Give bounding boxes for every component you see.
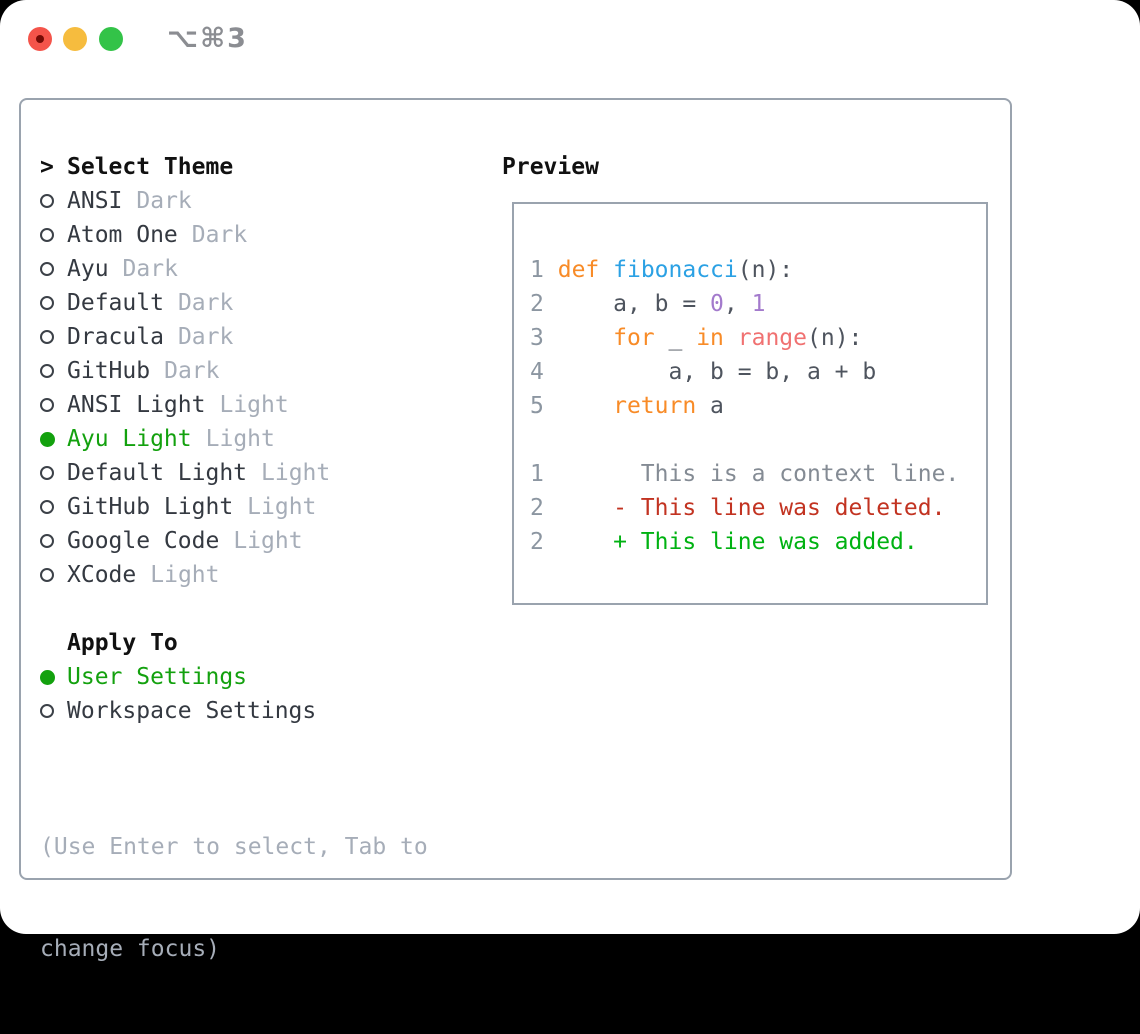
- theme-option-dracula-dark[interactable]: Dracula Dark: [40, 320, 428, 354]
- radio-icon: [40, 704, 67, 718]
- theme-option-default-dark[interactable]: Default Dark: [40, 286, 428, 320]
- code-line: 2 - This line was deleted.: [530, 491, 986, 525]
- code-line: [530, 423, 986, 457]
- help-text: (Use Enter to select, Tab to change focu…: [40, 762, 428, 1034]
- code-line: 4 a, b = b, a + b: [530, 355, 986, 389]
- minimize-button-icon[interactable]: [63, 27, 87, 51]
- radio-icon: [40, 466, 67, 480]
- help-text-line: (Use Enter to select, Tab to: [40, 830, 428, 864]
- radio-icon: [40, 364, 67, 378]
- prompt-icon: >: [40, 150, 67, 184]
- window-shortcut-label: ⌥⌘3: [167, 24, 248, 54]
- apply-to-header: Apply To: [40, 626, 428, 660]
- radio-icon: [40, 262, 67, 276]
- close-button-icon[interactable]: [28, 27, 52, 51]
- divider-space: [40, 728, 428, 762]
- preview-column: Preview 1 def fibonacci(n):2 a, b = 0, 1…: [502, 150, 599, 184]
- code-line: 5 return a: [530, 389, 986, 423]
- apply-option-workspace-settings[interactable]: Workspace Settings: [40, 694, 428, 728]
- radio-selected-icon: [40, 432, 67, 447]
- theme-settings-panel: > Select Theme ANSI Dark Atom One Dark A…: [19, 98, 1012, 880]
- zoom-button-icon[interactable]: [99, 27, 123, 51]
- theme-option-default-light[interactable]: Default Light Light: [40, 456, 428, 490]
- theme-option-github-dark[interactable]: GitHub Dark: [40, 354, 428, 388]
- select-theme-title: Select Theme: [67, 150, 233, 184]
- radio-icon: [40, 534, 67, 548]
- code-line: 2 + This line was added.: [530, 525, 986, 559]
- code-line: 1 def fibonacci(n):: [530, 253, 986, 287]
- radio-icon: [40, 568, 67, 582]
- radio-selected-icon: [40, 670, 67, 685]
- divider-space: [40, 592, 428, 626]
- theme-list-column: > Select Theme ANSI Dark Atom One Dark A…: [40, 150, 428, 1034]
- select-theme-header: > Select Theme: [40, 150, 428, 184]
- radio-icon: [40, 194, 67, 208]
- theme-option-xcode[interactable]: XCode Light: [40, 558, 428, 592]
- theme-option-ayu-dark[interactable]: Ayu Dark: [40, 252, 428, 286]
- radio-icon: [40, 228, 67, 242]
- theme-option-github-light[interactable]: GitHub Light Light: [40, 490, 428, 524]
- app-window: ⌥⌘3 > Select Theme ANSI Dark Atom One Da…: [0, 0, 1140, 934]
- radio-icon: [40, 296, 67, 310]
- code-line: 2 a, b = 0, 1: [530, 287, 986, 321]
- radio-icon: [40, 500, 67, 514]
- theme-option-ayu-light-selected[interactable]: Ayu Light Light: [40, 422, 428, 456]
- apply-to-title: Apply To: [67, 626, 178, 660]
- theme-option-ansi-dark[interactable]: ANSI Dark: [40, 184, 428, 218]
- titlebar: ⌥⌘3: [0, 0, 1140, 80]
- theme-option-ansi-light[interactable]: ANSI Light Light: [40, 388, 428, 422]
- radio-icon: [40, 398, 67, 412]
- apply-option-user-settings-selected[interactable]: User Settings: [40, 660, 428, 694]
- theme-option-atom-one-dark[interactable]: Atom One Dark: [40, 218, 428, 252]
- preview-title: Preview: [502, 150, 599, 184]
- code-line: 1 This is a context line.: [530, 457, 986, 491]
- help-text-line: change focus): [40, 932, 428, 966]
- radio-icon: [40, 330, 67, 344]
- theme-option-google-code[interactable]: Google Code Light: [40, 524, 428, 558]
- code-line: 3 for _ in range(n):: [530, 321, 986, 355]
